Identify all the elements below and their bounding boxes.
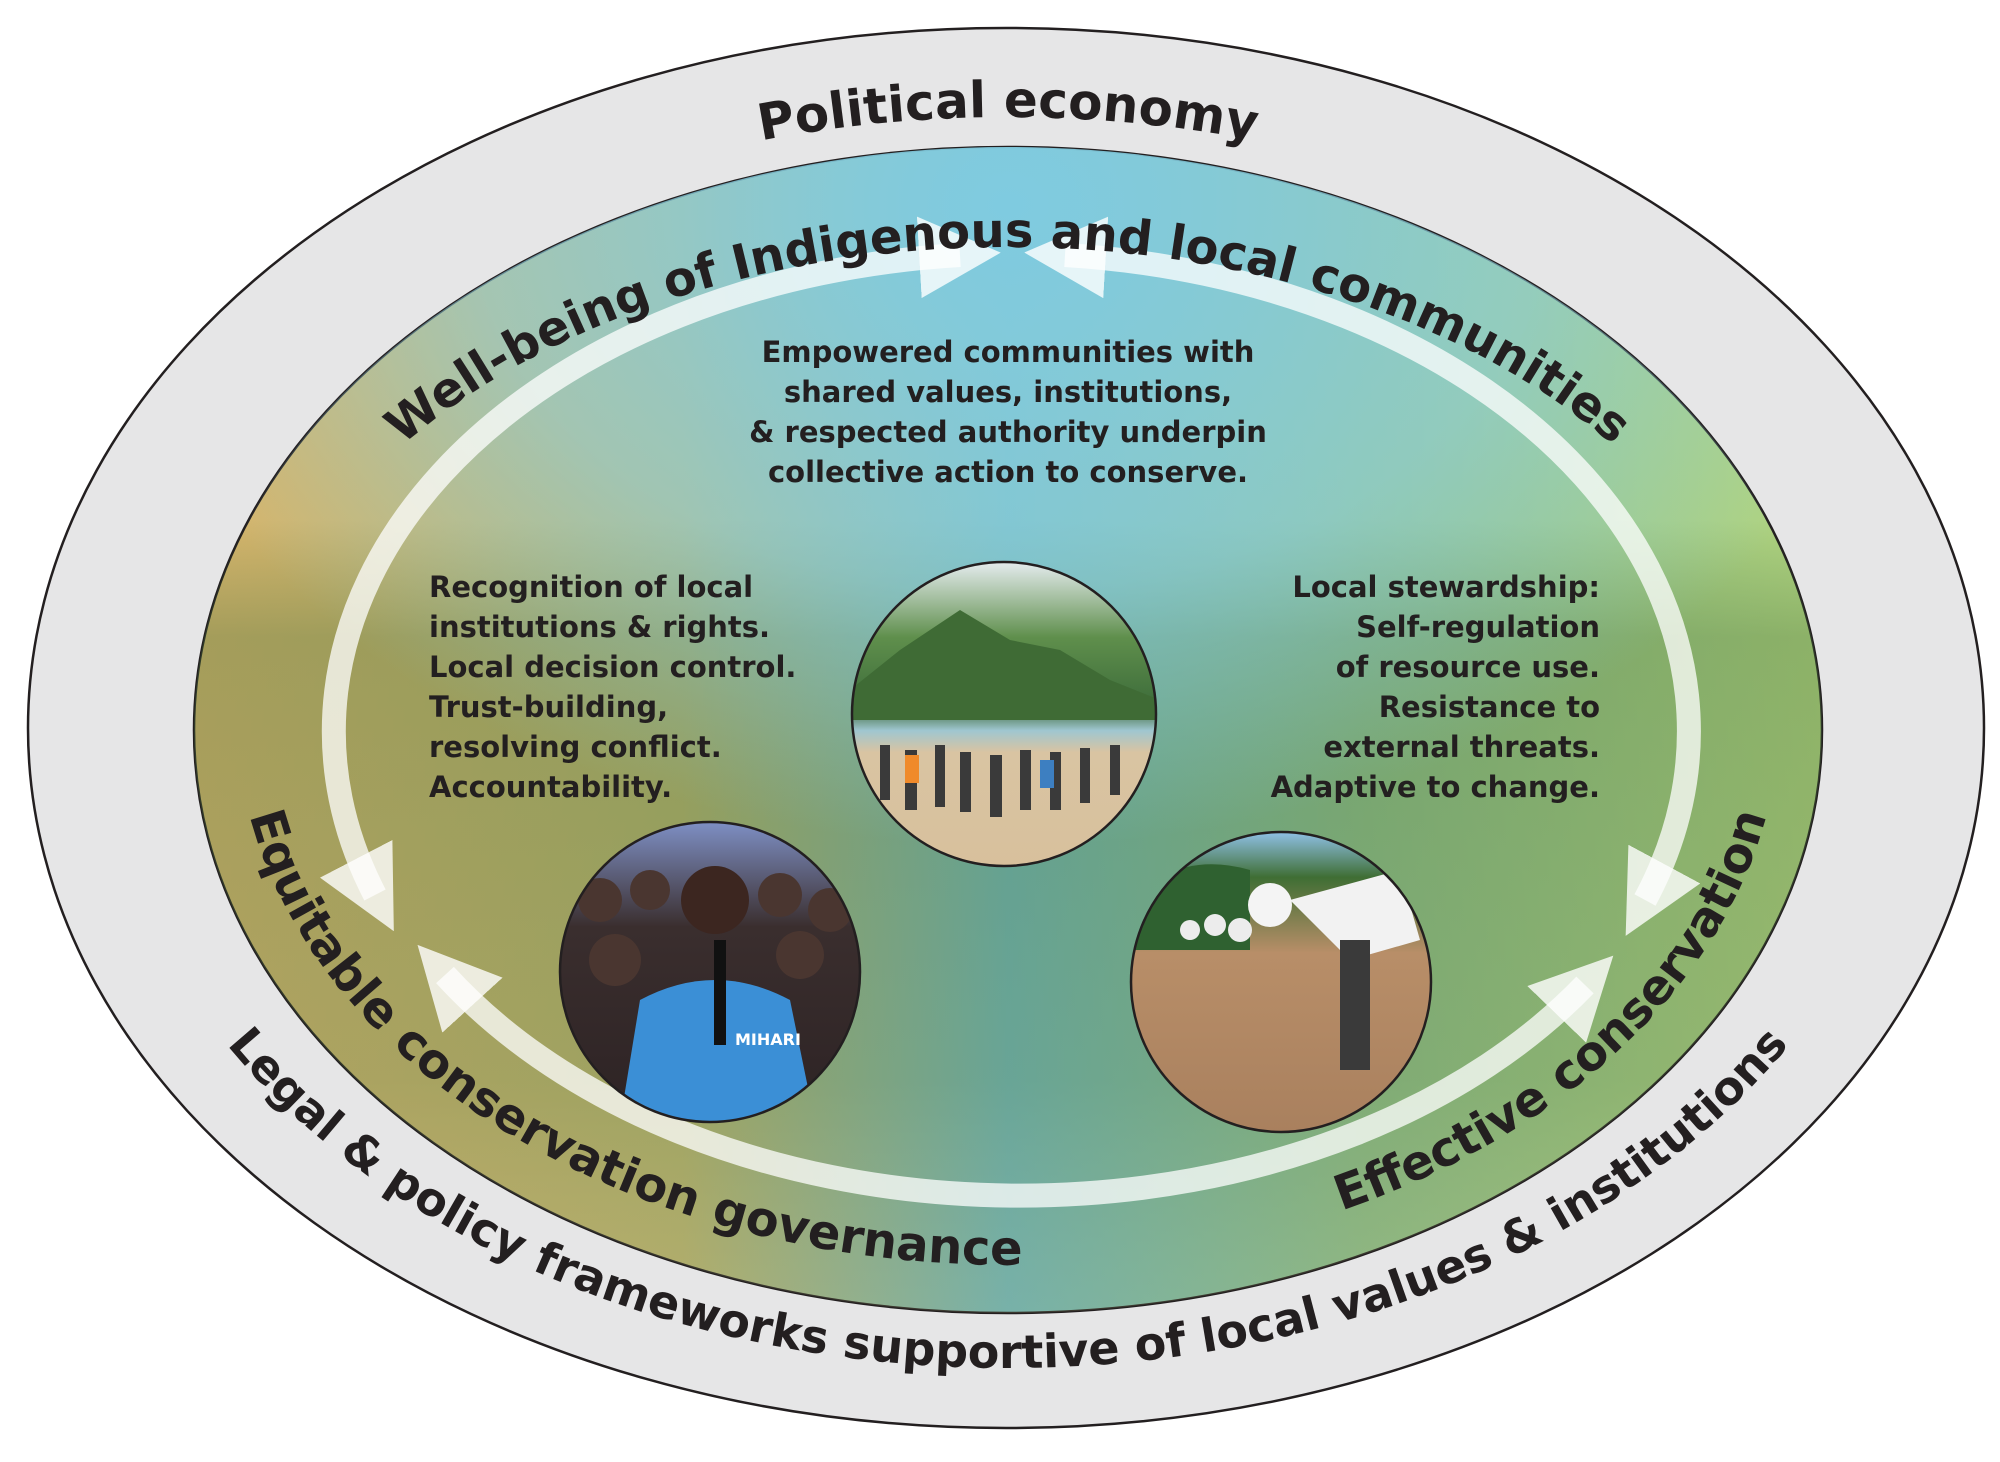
arrow-governance-to-wellbeing xyxy=(320,216,1001,932)
beach-circle-photo xyxy=(852,562,1156,866)
governance-text-line: resolving conflict. xyxy=(429,730,722,764)
center-text-line: shared values, institutions, xyxy=(784,375,1232,409)
arrow-governance-to-conservation xyxy=(417,944,1614,1208)
center-text-block: Empowered communities with shared values… xyxy=(749,335,1267,489)
stewardship-text-line: Resistance to xyxy=(1379,690,1600,724)
stewardship-text-line: of resource use. xyxy=(1336,650,1600,684)
stewardship-text-line: external threats. xyxy=(1323,730,1600,764)
stewardship-text-line: Local stewardship: xyxy=(1292,570,1600,604)
center-text-line: collective action to conserve. xyxy=(768,455,1248,489)
stewardship-text-block: Local stewardship: Self-regulation of re… xyxy=(1271,570,1600,804)
governance-text-line: institutions & rights. xyxy=(429,610,770,644)
stewardship-text-line: Adaptive to change. xyxy=(1271,770,1600,804)
governance-text-line: Recognition of local xyxy=(429,570,753,604)
shirt-logo-text: MIHARI xyxy=(735,1030,801,1049)
arrow-conservation-to-wellbeing xyxy=(1024,216,1701,936)
governance-text-line: Trust-building, xyxy=(429,690,668,724)
stewardship-text-line: Self-regulation xyxy=(1356,610,1600,644)
beach-photo-border xyxy=(850,560,1158,868)
center-text-line: Empowered communities with xyxy=(762,335,1255,369)
planting-photo-border xyxy=(1129,830,1433,1134)
speaker-photo-border xyxy=(558,820,862,1124)
center-text-line: & respected authority underpin xyxy=(749,415,1267,449)
governance-text-line: Local decision control. xyxy=(429,650,796,684)
speaker-circle-photo: MIHARI xyxy=(560,822,860,1122)
governance-text-line: Accountability. xyxy=(429,770,672,804)
cycle-arrows xyxy=(320,216,1701,1208)
planting-circle-photo xyxy=(1131,832,1431,1132)
governance-text-block: Recognition of local institutions & righ… xyxy=(429,570,796,804)
